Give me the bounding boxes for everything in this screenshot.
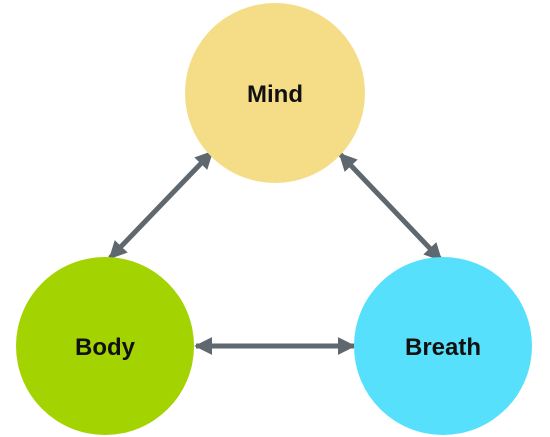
body-circle	[16, 257, 194, 435]
mind-circle	[185, 3, 365, 183]
arrow-mind-breath	[338, 152, 443, 262]
breath-label: Breath	[405, 334, 481, 361]
breath-circle	[354, 257, 532, 435]
node-mind: Mind	[185, 3, 365, 183]
node-breath: Breath	[354, 257, 532, 435]
mind-label: Mind	[247, 81, 303, 108]
arrow-mind-body	[108, 150, 214, 260]
node-body: Body	[16, 257, 194, 435]
body-label: Body	[75, 334, 136, 361]
